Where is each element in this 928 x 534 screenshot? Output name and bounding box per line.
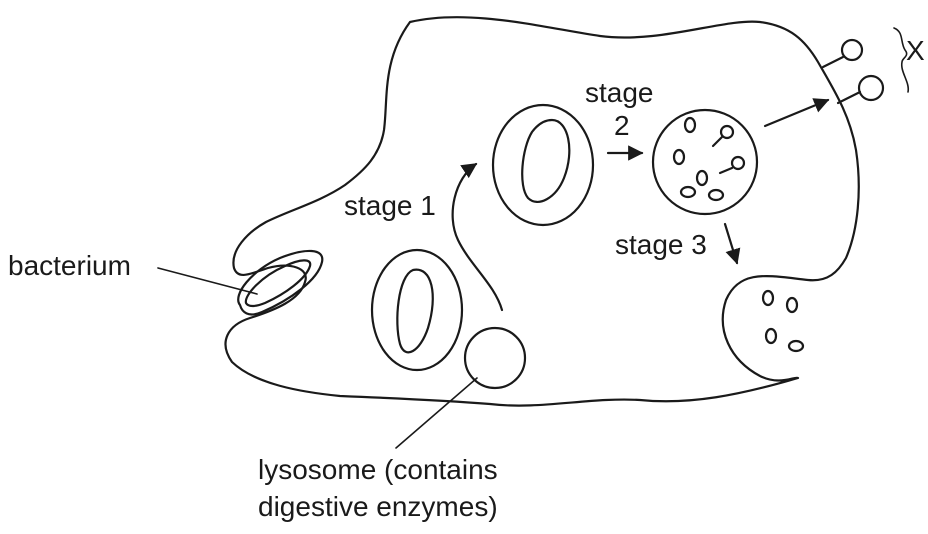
surface-antigens: [823, 40, 883, 103]
lysosome: [465, 328, 525, 388]
label-stage2-line2: 2: [614, 110, 630, 141]
vesicle-with-fragments: [653, 110, 757, 214]
label-stage3: stage 3: [615, 229, 707, 260]
exocytosis-fragments: [763, 291, 803, 351]
cell-membrane: [226, 17, 859, 405]
phagolysosome-bacterium: [522, 120, 569, 202]
bacterium-leader-line: [158, 268, 257, 294]
label-stage1: stage 1: [344, 190, 436, 221]
label-x: X: [906, 35, 925, 66]
label-bacterium: bacterium: [8, 250, 131, 281]
phagosome-bacterium: [397, 270, 432, 353]
bacterium-outer: [238, 251, 322, 315]
lysosome-leader-line: [396, 378, 477, 448]
phagosome: [372, 250, 462, 370]
label-lysosome-line2: digestive enzymes): [258, 491, 498, 522]
stage3-arrow: [725, 224, 737, 263]
bacterial-fragments: [674, 118, 744, 200]
label-stage2-line1: stage: [585, 77, 654, 108]
label-lysosome-line1: lysosome (contains: [258, 454, 498, 485]
bacterium-inner: [246, 260, 310, 306]
antigen-presentation-arrow: [765, 100, 828, 126]
